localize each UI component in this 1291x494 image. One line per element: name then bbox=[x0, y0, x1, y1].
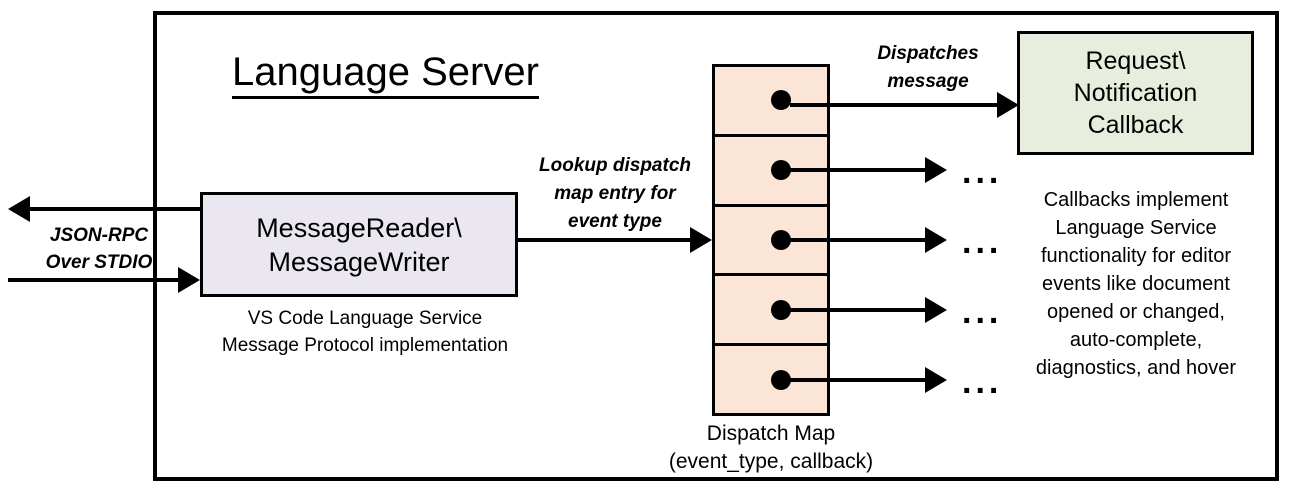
dispatch-map-row[interactable] bbox=[715, 137, 827, 207]
dispatch-message-label-line2: message bbox=[887, 71, 969, 92]
dispatch-row4-arrow-line bbox=[790, 308, 930, 312]
language-server-boundary bbox=[153, 11, 1279, 481]
dispatch-row5-arrow-line bbox=[790, 378, 930, 382]
dispatch-row2-ellipsis: ... bbox=[962, 153, 1003, 191]
callback-caption-line1: Callbacks implement bbox=[1043, 189, 1229, 211]
page-title: Language Server bbox=[232, 48, 652, 99]
callback-caption-line3: functionality for editor bbox=[1040, 245, 1232, 267]
dispatch-row5-ellipsis: ... bbox=[962, 363, 1003, 401]
outbound-transport-arrowhead-icon bbox=[8, 196, 30, 222]
dispatch-entry-dot-icon bbox=[771, 160, 791, 181]
dispatch-entry-dot-icon bbox=[771, 369, 791, 390]
callback-caption-line5: opened or changed, bbox=[1047, 301, 1225, 323]
lookup-arrow-line bbox=[518, 238, 692, 242]
callback-line1: Request\ bbox=[1085, 47, 1186, 75]
message-io-caption: VS Code Language Service Message Protoco… bbox=[180, 305, 550, 359]
dispatch-row5-arrowhead-icon bbox=[925, 367, 947, 393]
dispatch-map-row[interactable] bbox=[715, 276, 827, 347]
callback-line3: Callback bbox=[1087, 111, 1184, 139]
dispatch-row3-arrowhead-icon bbox=[925, 227, 947, 253]
transport-label-line2: Over STDIO bbox=[45, 252, 153, 273]
callback-caption: Callbacks implement Language Service fun… bbox=[1007, 186, 1265, 382]
lookup-label: Lookup dispatch map entry for event type bbox=[515, 152, 715, 236]
dispatch-map-row[interactable] bbox=[715, 207, 827, 277]
callback-caption-line6: auto-complete, bbox=[1069, 329, 1203, 351]
dispatch-map-caption-line1: Dispatch Map bbox=[706, 422, 836, 445]
dispatch-row4-ellipsis: ... bbox=[962, 293, 1003, 331]
lookup-label-line2: map entry for bbox=[554, 183, 676, 204]
lookup-label-line1: Lookup dispatch bbox=[539, 155, 691, 176]
dispatch-row4-arrowhead-icon bbox=[925, 297, 947, 323]
dispatch-row1-arrow-line bbox=[790, 103, 1005, 107]
dispatch-entry-dot-icon bbox=[771, 299, 791, 320]
message-io-caption-line2: Message Protocol implementation bbox=[221, 335, 509, 356]
dispatch-row3-arrow-line bbox=[790, 238, 930, 242]
dispatch-map-row[interactable] bbox=[715, 346, 827, 413]
transport-label-line1: JSON-RPC bbox=[49, 225, 149, 246]
lookup-arrow-arrowhead-icon bbox=[690, 227, 712, 253]
transport-label: JSON-RPC Over STDIO bbox=[24, 222, 174, 276]
dispatch-entry-dot-icon bbox=[771, 229, 791, 250]
callback-caption-line4: events like document bbox=[1042, 273, 1230, 295]
outbound-transport-line bbox=[30, 207, 202, 211]
message-io-line1: MessageReader\ bbox=[256, 212, 462, 243]
dispatch-map-caption-line2: (event_type, callback) bbox=[668, 450, 874, 473]
page-title-text: Language Server bbox=[232, 50, 539, 99]
callback-box[interactable]: Request\ Notification Callback bbox=[1017, 31, 1254, 155]
dispatch-row2-arrowhead-icon bbox=[925, 157, 947, 183]
message-io-line2: MessageWriter bbox=[268, 246, 450, 277]
callback-caption-line2: Language Service bbox=[1055, 217, 1217, 239]
message-io-caption-line1: VS Code Language Service bbox=[247, 308, 483, 329]
callback-line2: Notification bbox=[1073, 79, 1198, 107]
inbound-transport-line bbox=[8, 278, 180, 282]
dispatch-message-label: Dispatches message bbox=[838, 40, 1018, 96]
dispatch-row2-arrow-line bbox=[790, 168, 930, 172]
inbound-transport-arrowhead-icon bbox=[178, 267, 200, 293]
dispatch-map-row[interactable] bbox=[715, 67, 827, 137]
lookup-label-line3: event type bbox=[568, 211, 662, 232]
dispatch-row1-arrowhead-icon bbox=[997, 92, 1019, 118]
callback-caption-line7: diagnostics, and hover bbox=[1035, 357, 1237, 379]
dispatch-entry-dot-icon bbox=[771, 90, 791, 111]
dispatch-map-caption: Dispatch Map (event_type, callback) bbox=[640, 420, 902, 476]
dispatch-message-label-line1: Dispatches bbox=[877, 43, 979, 64]
dispatch-row3-ellipsis: ... bbox=[962, 223, 1003, 261]
message-io-box[interactable]: MessageReader\ MessageWriter bbox=[200, 192, 518, 297]
